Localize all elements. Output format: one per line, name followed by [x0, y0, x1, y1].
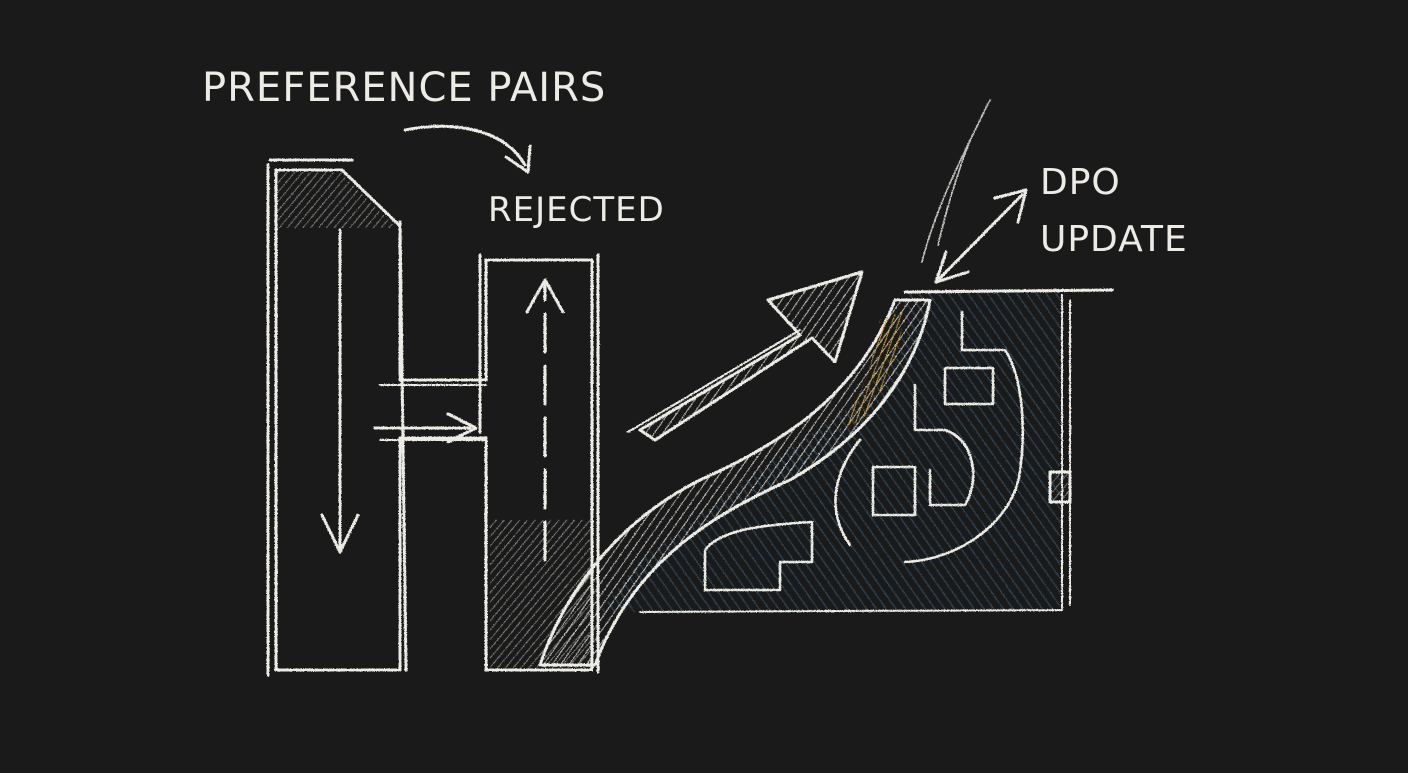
rejected-label: REJECTED	[488, 190, 665, 230]
double-arrow-icon	[934, 188, 1028, 284]
circuit-sketch	[703, 310, 1025, 592]
up-arrow-icon	[525, 278, 565, 562]
curved-arrow-icon	[403, 124, 532, 174]
policy-curve-band	[538, 298, 932, 667]
preference-pair-block	[266, 158, 600, 677]
dpo-label: DPO	[1040, 162, 1121, 203]
down-arrow-icon	[320, 228, 360, 554]
update-panel-frame	[639, 288, 1114, 613]
preference-pairs-label: PREFERENCE PAIRS	[202, 65, 607, 111]
right-arrow-icon	[373, 412, 478, 444]
streak-lines	[921, 99, 991, 263]
update-label: UPDATE	[1040, 219, 1188, 260]
diagonal-arrow-icon	[627, 270, 864, 442]
